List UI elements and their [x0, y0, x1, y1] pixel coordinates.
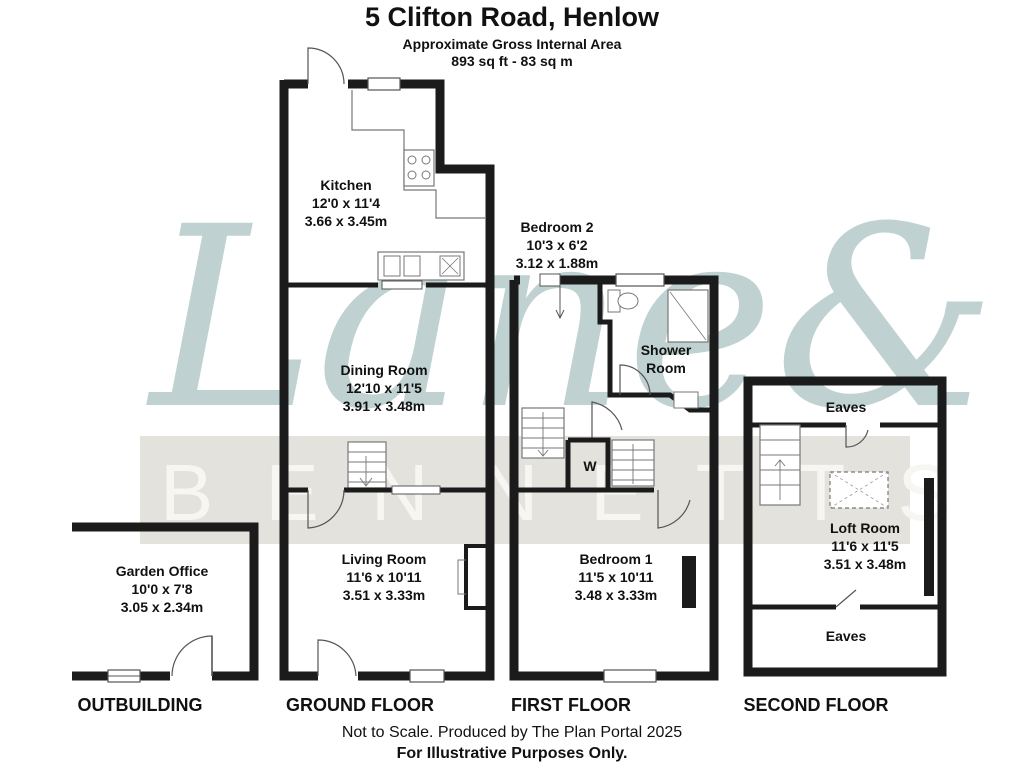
room-name: Eaves	[825, 628, 867, 644]
bedroom2-window	[539, 273, 561, 287]
room-label-eaves-top: Eaves	[806, 398, 886, 416]
hob-icon	[403, 149, 435, 187]
area-label: Approximate Gross Internal Area	[402, 36, 622, 52]
room-name-2: Room	[646, 360, 686, 376]
room-metric: 3.12 x 1.88m	[515, 255, 599, 271]
kitchen-window	[367, 77, 401, 91]
appliance-icon	[439, 255, 461, 277]
room-metric: 3.51 x 3.48m	[823, 556, 907, 572]
shower-window	[615, 273, 665, 287]
wardrobe-walls	[565, 437, 611, 488]
room-name: Living Room	[341, 551, 427, 567]
ground-west-wall	[279, 80, 318, 681]
outbuilding-walls	[72, 522, 259, 681]
bedroom1-door-swing	[657, 490, 691, 529]
page-title: 5 Clifton Road, Henlow	[365, 2, 659, 32]
front-door-swing	[317, 639, 357, 677]
living-door-swing	[307, 489, 345, 529]
internal-window	[381, 280, 423, 290]
loft-chimney	[924, 478, 934, 596]
bedroom1-window	[603, 669, 657, 683]
room-metric: 3.91 x 3.48m	[342, 398, 426, 414]
room-name: Loft Room	[830, 520, 900, 536]
room-metric: 3.48 x 3.33m	[574, 587, 658, 603]
room-label-garden-office: Garden Office 10'0 x 7'8 3.05 x 2.34m	[102, 562, 222, 616]
landing-door-swing	[591, 401, 623, 440]
eaves-door	[835, 589, 857, 608]
floor-label-second: SECOND FLOOR	[743, 695, 889, 715]
room-metric: 3.05 x 2.34m	[120, 599, 204, 615]
second-floor-plan	[743, 376, 947, 677]
room-name: W	[583, 458, 597, 474]
room-name: Dining Room	[340, 362, 428, 378]
ground-floor-plan	[279, 47, 495, 683]
room-metric: 3.51 x 3.33m	[342, 587, 426, 603]
room-label-wardrobe: W	[574, 457, 606, 475]
room-label-living: Living Room 11'6 x 10'11 3.51 x 3.33m	[324, 550, 444, 604]
room-name: Bedroom 2	[520, 219, 594, 235]
door-swing	[171, 635, 213, 677]
room-name: Bedroom 1	[579, 551, 653, 567]
room-label-kitchen: Kitchen 12'0 x 11'4 3.66 x 3.45m	[296, 176, 396, 230]
ground-stairs	[347, 441, 387, 489]
room-imperial: 11'5 x 10'11	[578, 569, 654, 585]
room-imperial: 12'10 x 11'5	[346, 380, 422, 396]
room-label-loft: Loft Room 11'6 x 11'5 3.51 x 3.48m	[805, 519, 925, 573]
living-window	[409, 669, 445, 683]
toilet-icon	[617, 292, 639, 310]
room-name: Kitchen	[320, 177, 372, 193]
skylight	[829, 471, 889, 509]
room-label-dining: Dining Room 12'10 x 11'5 3.91 x 3.48m	[324, 361, 444, 415]
room-label-bedroom2: Bedroom 2 10'3 x 6'2 3.12 x 1.88m	[502, 218, 612, 272]
room-label-shower: Shower Room	[628, 341, 704, 377]
floor-label-outbuilding: OUTBUILDING	[77, 695, 203, 715]
sink-icon	[383, 255, 401, 277]
bedroom2-arrow	[555, 286, 565, 320]
area-value: 893 sq ft - 83 sq m	[451, 53, 573, 69]
room-metric: 3.66 x 3.45m	[304, 213, 388, 229]
room-imperial: 10'3 x 6'2	[526, 237, 588, 253]
kitchen-door-swing	[307, 47, 345, 85]
first-floor-plan	[509, 273, 719, 683]
outbuilding-plan	[72, 522, 259, 683]
living-fireplace	[464, 544, 486, 610]
room-imperial: 11'6 x 10'11	[346, 569, 422, 585]
watermark-script-text: Lane&	[146, 173, 997, 464]
shower-room-walls	[597, 284, 710, 413]
first-floor-walls	[509, 275, 719, 681]
shower-door-swing	[619, 364, 651, 396]
footer-disclaimer: Not to Scale. Produced by The Plan Porta…	[341, 724, 683, 741]
footer-illustrative: For Illustrative Purposes Only.	[396, 745, 628, 762]
second-floor-walls	[743, 376, 947, 677]
room-imperial: 11'6 x 11'5	[831, 538, 899, 554]
room-imperial: 10'0 x 7'8	[131, 581, 193, 597]
room-name: Eaves	[825, 399, 867, 415]
room-name: Garden Office	[115, 563, 209, 579]
ground-east-wall	[348, 79, 495, 681]
room-label-eaves-bottom: Eaves	[806, 627, 886, 645]
bedroom1-chimney	[682, 556, 696, 608]
floor-label-ground: GROUND FLOOR	[286, 695, 434, 715]
room-name: Shower	[640, 342, 692, 358]
floor-label-first: FIRST FLOOR	[511, 695, 631, 715]
room-label-bedroom1: Bedroom 1 11'5 x 10'11 3.48 x 3.33m	[566, 550, 666, 604]
internal-window	[391, 485, 441, 495]
basin-icon	[673, 391, 699, 409]
room-imperial: 12'0 x 11'4	[311, 195, 381, 211]
eaves-door-swing	[845, 425, 869, 448]
kitchen-worktop	[351, 90, 485, 219]
